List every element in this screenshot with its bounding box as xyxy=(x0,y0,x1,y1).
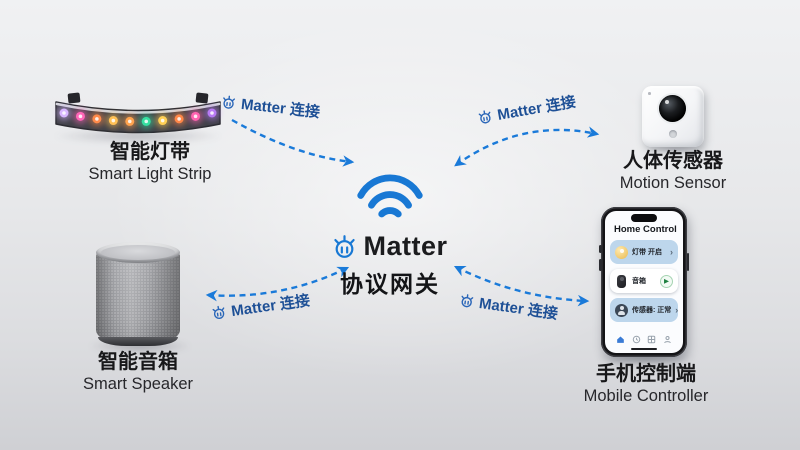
row-label: 灯带 开启 xyxy=(632,249,662,256)
home-indicator[interactable] xyxy=(631,347,657,350)
lightstrip-label-en: Smart Light Strip xyxy=(88,165,212,183)
speaker-icon xyxy=(617,274,626,288)
sensor-label-en: Motion Sensor xyxy=(619,174,727,192)
phone-label-zh: 手机控制端 xyxy=(596,363,696,385)
matter-mini-icon xyxy=(478,110,491,124)
phone-side-button xyxy=(599,259,602,271)
connection-label-speaker: Matter 连接 xyxy=(210,289,311,324)
arrow-speaker-to-gateway xyxy=(205,266,350,302)
phone-device: Home Control 灯带 开启 › 音箱 ▶ 传感器: 正常 › xyxy=(599,207,689,357)
lens-highlight xyxy=(665,100,669,104)
speaker-top xyxy=(96,242,180,263)
speaker-base xyxy=(98,337,178,346)
speaker-label-zh: 智能音箱 xyxy=(98,351,178,373)
motion-sensor-device xyxy=(642,86,704,147)
chevron-right-icon[interactable]: › xyxy=(675,304,679,315)
arrow-gateway-to-sensor xyxy=(454,126,600,167)
matter-mini-icon xyxy=(212,305,225,320)
lightstrip-label: 智能灯带 Smart Light Strip xyxy=(55,141,245,185)
lightstrip-leds xyxy=(56,105,220,129)
tab-profile-icon[interactable] xyxy=(663,335,672,344)
wifi-icon xyxy=(357,174,423,218)
arrow-lightstrip-to-gateway xyxy=(231,118,355,167)
connection-label-lightstrip: Matter 连接 xyxy=(220,91,321,122)
sensor-lens-icon xyxy=(659,95,686,122)
matter-mini-icon xyxy=(223,95,236,109)
speaker-label: 智能音箱 Smart Speaker xyxy=(43,351,233,395)
sensor-shadow xyxy=(646,143,708,153)
tab-clock-icon[interactable] xyxy=(632,335,641,344)
phone-row-speaker[interactable]: 音箱 ▶ xyxy=(610,269,678,293)
tab-grid-icon[interactable] xyxy=(647,335,656,344)
person-icon xyxy=(615,303,628,317)
speaker-body xyxy=(96,252,180,346)
lightstrip-clip-left xyxy=(67,92,81,104)
speaker-top-plate xyxy=(101,245,175,260)
phone-app-title: Home Control xyxy=(614,224,677,235)
lightstrip-label-zh: 智能灯带 xyxy=(110,141,190,163)
sensor-button xyxy=(669,130,677,138)
sensor-label-zh: 人体传感器 xyxy=(623,150,723,172)
row-label: 传感器: 正常 xyxy=(632,307,672,314)
play-icon[interactable]: ▶ xyxy=(660,274,673,288)
phone-row-sensor[interactable]: 传感器: 正常 › xyxy=(610,298,678,322)
lightstrip-shadow xyxy=(52,128,224,144)
phone-row-lightstrip[interactable]: 灯带 开启 › xyxy=(610,240,678,264)
phone-side-button xyxy=(599,245,602,253)
gateway-brand: Matter xyxy=(363,231,448,261)
arrow-gateway-to-phone xyxy=(453,265,590,307)
connection-label-phone: Matter 连接 xyxy=(458,289,559,324)
sensor-mic-hole xyxy=(648,92,651,95)
phone-side-button xyxy=(686,253,689,271)
phone-label-en: Mobile Controller xyxy=(583,387,709,405)
speaker-label-en: Smart Speaker xyxy=(82,375,194,393)
matter-logo-icon xyxy=(334,235,356,258)
dynamic-island xyxy=(631,214,657,222)
connection-label-sensor: Matter 连接 xyxy=(476,91,577,129)
gateway-subtitle: 协议网关 xyxy=(340,271,440,297)
lightstrip-top-rim xyxy=(55,102,221,114)
tab-home-icon[interactable] xyxy=(616,335,625,344)
lightstrip-clip-right xyxy=(195,92,209,104)
row-label: 音箱 xyxy=(632,278,646,285)
device-rows: 灯带 开启 › 音箱 ▶ 传感器: 正常 › xyxy=(605,240,683,322)
phone-label: 手机控制端 Mobile Controller xyxy=(551,363,741,407)
chevron-right-icon[interactable]: › xyxy=(670,246,673,257)
gateway-group: Matter 协议网关 xyxy=(315,166,465,299)
speaker-device xyxy=(96,242,180,346)
matter-mini-icon xyxy=(461,294,474,308)
lightstrip-device xyxy=(55,92,221,134)
phone-screen: Home Control 灯带 开启 › 音箱 ▶ 传感器: 正常 › xyxy=(605,211,683,353)
bulb-icon xyxy=(615,245,628,259)
phone-tab-bar xyxy=(605,335,683,344)
sensor-label: 人体传感器 Motion Sensor xyxy=(578,150,768,194)
